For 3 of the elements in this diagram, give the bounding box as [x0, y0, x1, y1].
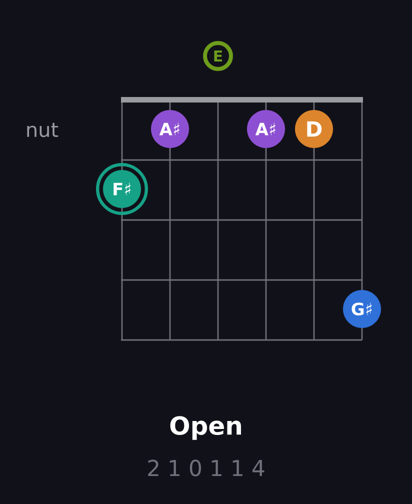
- fret-label: nut: [27, 122, 58, 138]
- fingering-numbers: 2 1 0 1 1 4: [148, 460, 264, 476]
- chord-name: Open: [170, 416, 241, 440]
